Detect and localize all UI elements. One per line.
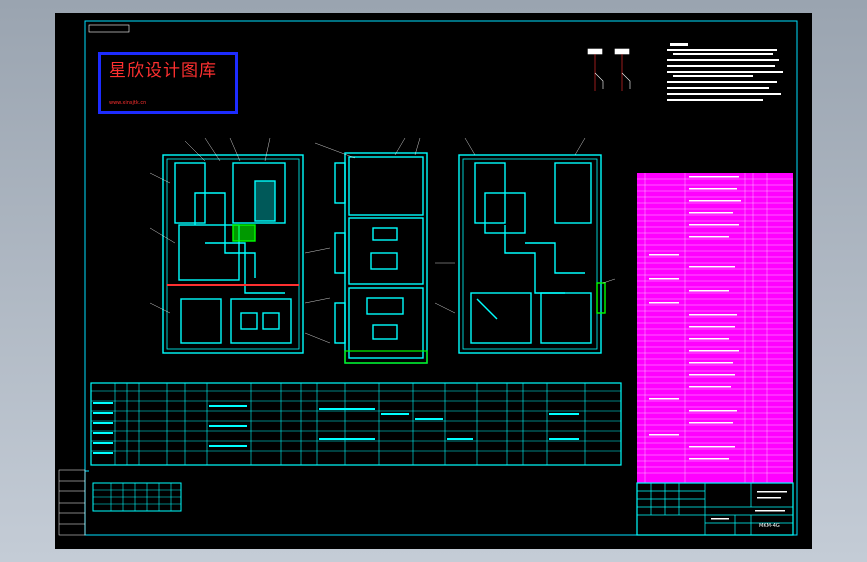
cabinet-side-view-right — [458, 154, 606, 354]
technical-notes — [667, 43, 783, 101]
small-table — [92, 482, 182, 512]
watermark-www: www.xinsjtk.cn — [109, 100, 147, 106]
drawing-sheet: 星欣设计图库 www.xinsjtk.cn MKM-4G — [55, 13, 812, 549]
cad-drawing — [58, 20, 798, 536]
watermark-title: 星欣设计图库 — [109, 61, 217, 81]
cabinet-front-view — [334, 152, 428, 364]
drawing-code-box — [88, 24, 130, 33]
watermark-logo: 星欣设计图库 www.xinsjtk.cn — [98, 52, 238, 114]
scheme-table — [90, 382, 622, 466]
titleblock-drawing-number: MKM-4G — [759, 523, 780, 529]
callout-leaders — [149, 137, 616, 344]
title-block — [636, 482, 794, 536]
left-title-strip — [58, 469, 86, 536]
switch-symbols — [587, 48, 631, 91]
outer-frame — [84, 20, 798, 536]
parts-list — [637, 173, 793, 483]
cabinet-side-view-left — [162, 154, 304, 354]
